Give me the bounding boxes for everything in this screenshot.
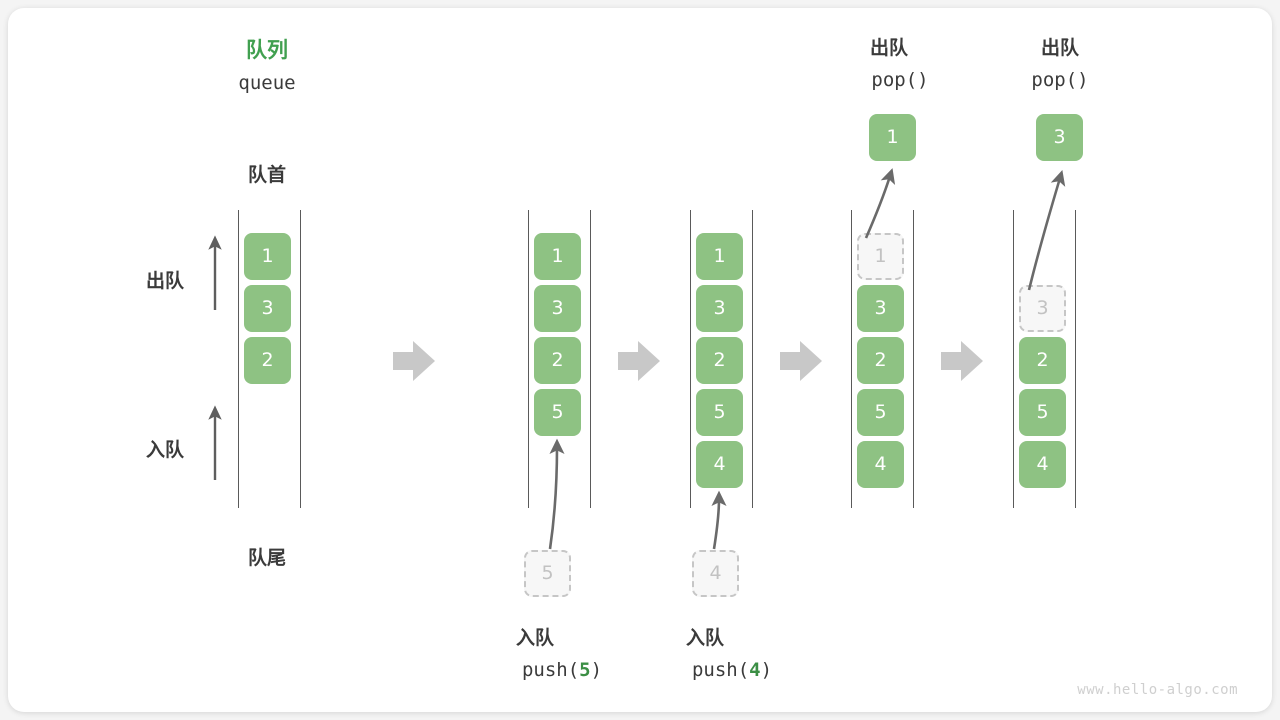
queue-cell: 4 xyxy=(1019,441,1066,488)
queue-cell: 1 xyxy=(534,233,581,280)
queue-cell: 3 xyxy=(244,285,291,332)
popped-ghost-cell: 3 xyxy=(1019,285,1066,332)
queue-cell: 2 xyxy=(244,337,291,384)
pop-header-fn-1: pop() xyxy=(871,69,929,91)
queue-cell: 4 xyxy=(857,441,904,488)
diagram-title-cn: 队列 xyxy=(246,38,288,62)
diagram-title-en: queue xyxy=(238,72,296,94)
queue-cell: 2 xyxy=(534,337,581,384)
dequeue-side-label: 出队 xyxy=(146,270,185,292)
push-caption-cn-2: 入队 xyxy=(685,627,725,649)
push-fn-end-1: ) xyxy=(590,659,603,681)
rail-right-col2 xyxy=(752,210,753,508)
rail-right-col1 xyxy=(590,210,591,508)
pop-header-fn-2: pop() xyxy=(1031,69,1089,91)
popped-value-cell: 1 xyxy=(869,114,916,161)
rail-left-col1 xyxy=(528,210,529,508)
rail-left-col3 xyxy=(851,210,852,508)
push-arg-1: 5 xyxy=(579,659,591,681)
queue-rear-label: 队尾 xyxy=(247,547,287,569)
popped-ghost-cell: 1 xyxy=(857,233,904,280)
watermark: www.hello-algo.com xyxy=(1077,682,1238,698)
queue-cell: 2 xyxy=(1019,337,1066,384)
push-fn-name-1: push( xyxy=(521,659,580,681)
pop-header-cn-2: 出队 xyxy=(1040,37,1080,59)
queue-cell: 5 xyxy=(696,389,743,436)
rail-right-col3 xyxy=(913,210,914,508)
queue-cell: 5 xyxy=(857,389,904,436)
queue-front-label: 队首 xyxy=(247,164,287,186)
push-arg-2: 4 xyxy=(749,659,761,681)
push-caption-fn-1: push(5) xyxy=(522,659,602,681)
incoming-ghost-cell: 5 xyxy=(524,550,571,597)
queue-cell: 3 xyxy=(857,285,904,332)
rail-left-col4 xyxy=(1013,210,1014,508)
incoming-ghost-cell: 4 xyxy=(692,550,739,597)
diagram-card xyxy=(8,8,1272,712)
push-caption-cn-1: 入队 xyxy=(515,627,555,649)
queue-cell: 4 xyxy=(696,441,743,488)
rail-right-col4 xyxy=(1075,210,1076,508)
queue-cell: 1 xyxy=(244,233,291,280)
push-caption-fn-2: push(4) xyxy=(692,659,772,681)
rail-right-col0 xyxy=(300,210,301,508)
queue-cell: 1 xyxy=(696,233,743,280)
queue-cell: 5 xyxy=(534,389,581,436)
rail-left-col0 xyxy=(238,210,239,508)
queue-cell: 5 xyxy=(1019,389,1066,436)
queue-cell: 3 xyxy=(696,285,743,332)
pop-header-cn-1: 出队 xyxy=(869,37,909,59)
enqueue-side-label: 入队 xyxy=(146,439,185,461)
queue-cell: 2 xyxy=(696,337,743,384)
queue-cell: 3 xyxy=(534,285,581,332)
push-fn-name-2: push( xyxy=(691,659,750,681)
queue-cell: 2 xyxy=(857,337,904,384)
popped-value-cell: 3 xyxy=(1036,114,1083,161)
rail-left-col2 xyxy=(690,210,691,508)
push-fn-end-2: ) xyxy=(760,659,773,681)
